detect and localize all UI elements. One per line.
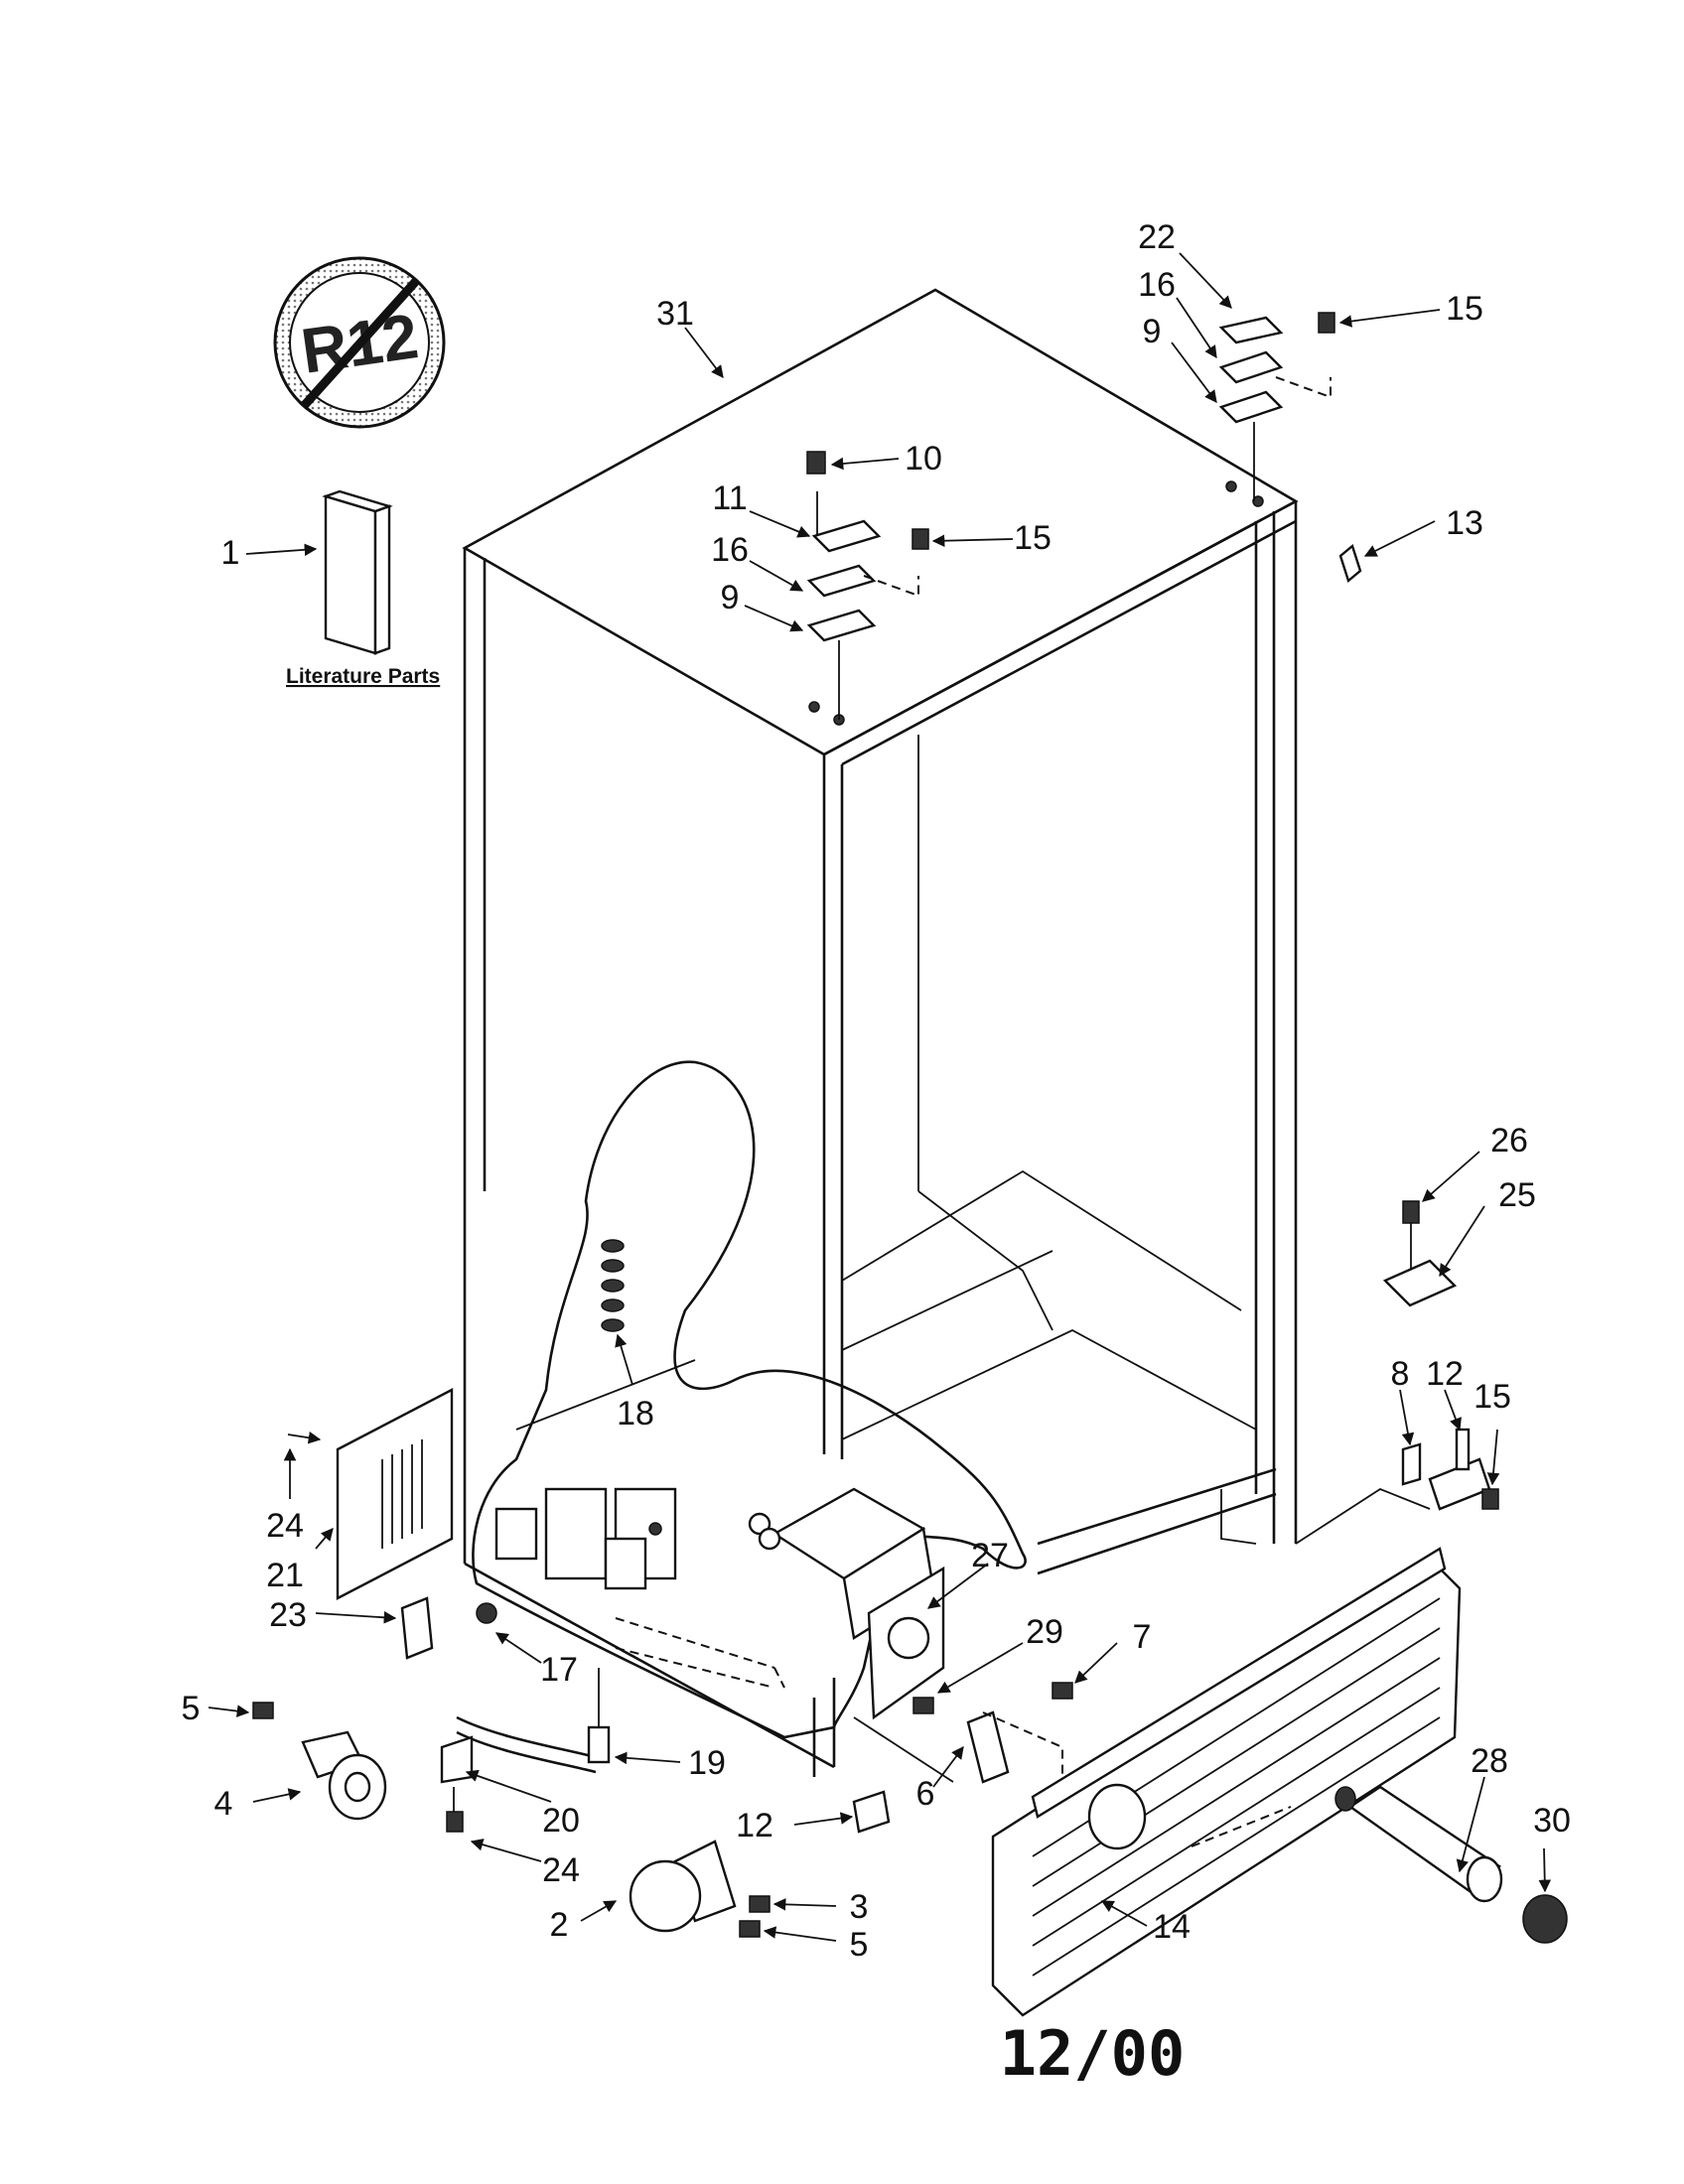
callout-29: 29 [1026, 1613, 1063, 1651]
callout-7: 7 [1133, 1618, 1152, 1656]
callout-1: 1 [221, 534, 240, 572]
top-right-hinge-stack [1218, 312, 1335, 507]
callout-2: 2 [550, 1906, 569, 1944]
callout-16-top-right: 16 [1138, 266, 1176, 304]
right-rear-bracket-parts [1382, 1200, 1499, 1511]
callout-9-top-right: 9 [1143, 313, 1162, 350]
refrigerator-cabinet [462, 288, 1431, 1783]
callout-20: 20 [542, 1802, 580, 1840]
callout-8: 8 [1391, 1355, 1410, 1393]
no-r12-seal: R12 [273, 256, 446, 429]
callout-18: 18 [617, 1395, 654, 1433]
callout-28: 28 [1471, 1742, 1508, 1780]
callout-26: 26 [1490, 1122, 1528, 1160]
callout-15-top-left: 15 [1014, 519, 1052, 557]
callout-19: 19 [688, 1744, 726, 1782]
callout-23: 23 [269, 1596, 307, 1634]
callout-5-bottom: 5 [850, 1926, 869, 1964]
callout-labels: 22 16 9 15 31 10 11 15 16 9 1 13 26 25 1… [182, 218, 1571, 1964]
callout-15-top-right: 15 [1446, 290, 1483, 328]
clip-13 [1338, 543, 1362, 584]
literature-parts-label: Literature Parts [286, 665, 440, 688]
callout-30: 30 [1533, 1802, 1571, 1840]
callout-31: 31 [656, 295, 694, 333]
callout-16-top-left: 16 [711, 531, 749, 569]
top-left-hinge-stack [806, 451, 929, 726]
callout-12-bottom: 12 [736, 1807, 773, 1844]
callout-9-top-left: 9 [721, 579, 740, 616]
callout-24-lower: 24 [542, 1851, 580, 1889]
callout-4: 4 [214, 1785, 233, 1823]
callout-15-right: 15 [1474, 1378, 1511, 1416]
rear-access-panel [336, 1388, 454, 1600]
callout-24-upper: 24 [266, 1507, 304, 1545]
callout-11: 11 [712, 479, 747, 517]
bottom-left-parts [252, 1596, 891, 1938]
leader-lines [208, 252, 1552, 1942]
callout-6: 6 [916, 1775, 935, 1813]
callout-25: 25 [1498, 1176, 1536, 1214]
date-code: 12/00 [1000, 2017, 1186, 2090]
callout-27: 27 [971, 1537, 1009, 1574]
callout-5-left: 5 [182, 1690, 201, 1727]
callout-12-right: 12 [1426, 1355, 1464, 1393]
callout-22: 22 [1138, 218, 1176, 256]
defrost-drain-spring [601, 1239, 625, 1332]
callout-13: 13 [1446, 504, 1483, 542]
cutaway-compartment [472, 1060, 1027, 1739]
callout-21: 21 [266, 1557, 304, 1594]
callout-17: 17 [540, 1651, 578, 1689]
callout-14: 14 [1153, 1908, 1191, 1946]
callout-10: 10 [905, 440, 942, 478]
callout-3: 3 [850, 1888, 869, 1926]
literature-booklet [322, 489, 393, 655]
